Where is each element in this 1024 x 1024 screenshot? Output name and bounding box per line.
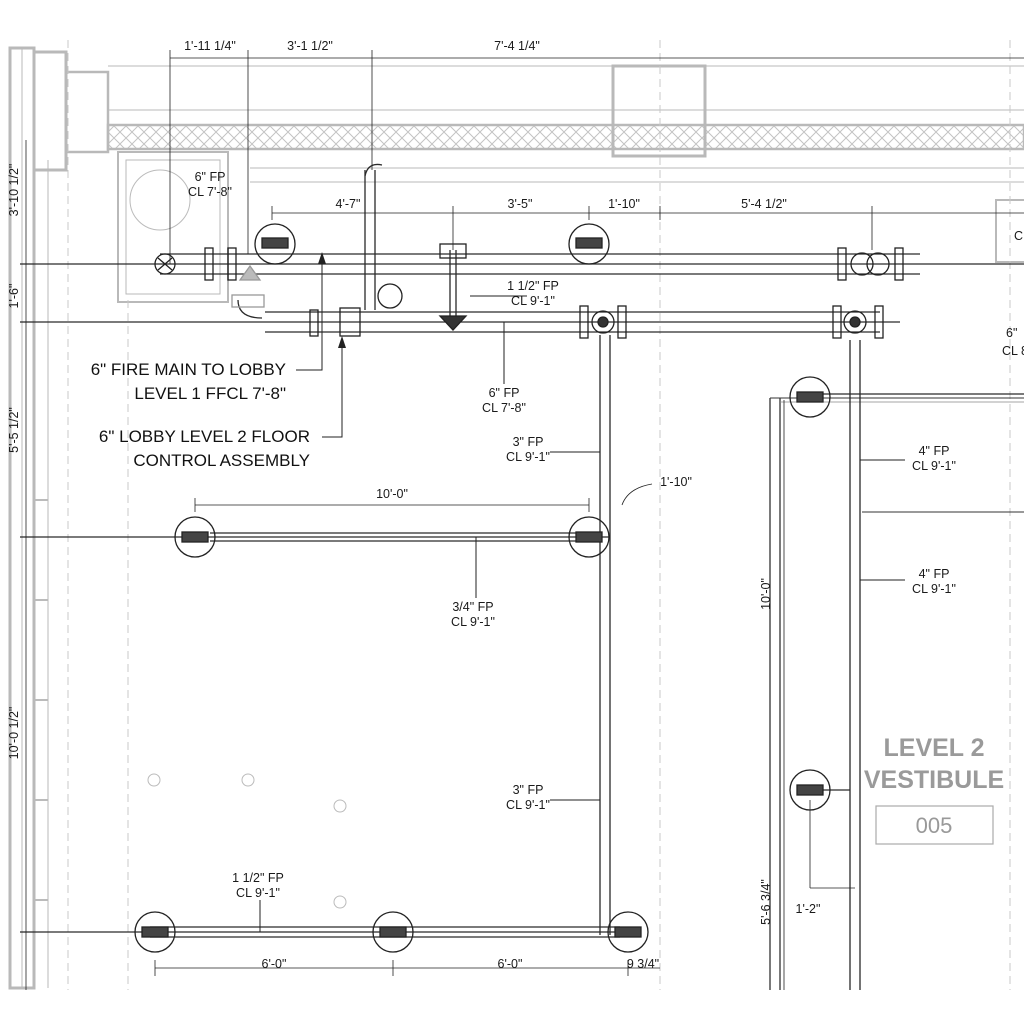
fire-protection-piping [20, 163, 1024, 990]
pipe-size-label: 1 1/2" FP [232, 871, 284, 885]
pipe-size-label: 4" FP [919, 567, 950, 581]
room-name-line1: LEVEL 2 [884, 734, 985, 762]
valve-icon [154, 253, 176, 275]
pipe-size-label: 6" [1006, 326, 1017, 340]
leader-lines [259, 252, 905, 932]
tee-fitting-icon [238, 264, 262, 281]
architecture [8, 40, 1024, 990]
pipe-cl-label: CL 9'-1" [506, 798, 550, 812]
pipe-cl-label: CL 7'-8" [188, 185, 232, 199]
valve-icon [438, 315, 468, 331]
pipe-size-label: 6" FP [195, 170, 226, 184]
pipe-size-label: 1 1/2" FP [507, 279, 559, 293]
dimension-lines [20, 50, 1024, 990]
dim-left-b: 1'-6" [7, 284, 21, 309]
flange-icon [204, 247, 904, 281]
sprinkler-head-icon [789, 376, 831, 418]
sprinkler-head-icon [372, 911, 414, 953]
dimension-labels: 1'-11 1/4" 3'-1 1/2" 7'-4 1/4" 4'-7" 3'-… [7, 39, 820, 971]
valve-icon [850, 252, 890, 276]
dim-bottom-b: 6'-0" [498, 957, 523, 971]
pipe-size-label: 6" FP [489, 386, 520, 400]
dim-row2-a: 4'-7" [336, 197, 361, 211]
pipe-size-label: 3/4" FP [452, 600, 493, 614]
pipe-cl-label: CL 7'-8" [482, 401, 526, 415]
sprinkler-head-icon [254, 223, 296, 265]
sprinkler-head-icon [607, 911, 649, 953]
room-name-line2: VESTIBULE [864, 766, 1004, 794]
floor-control-note-line2: CONTROL ASSEMBLY [133, 451, 310, 470]
dim-bottom-c: 9 3/4" [627, 957, 659, 971]
pipe-size-label: 3" FP [513, 435, 544, 449]
dim-left-c: 5'-5 1/2" [7, 407, 21, 453]
dim-top-c: 7'-4 1/4" [494, 39, 540, 53]
dim-row2-b: 3'-5" [508, 197, 533, 211]
pipe-size-label: 3" FP [513, 783, 544, 797]
pipe-cl-label: CL 9'-1" [451, 615, 495, 629]
pipe-cl-label: CL 9'-1" [912, 459, 956, 473]
dim-branch-span: 10'-0" [376, 487, 408, 501]
room-tag: LEVEL 2 VESTIBULE 005 [864, 734, 1004, 845]
pipe-cl-label: CL 9'-1" [511, 294, 555, 308]
edge-text: C [1014, 229, 1023, 243]
fire-main-note-line2: LEVEL 1 FFCL 7'-8" [134, 384, 286, 403]
dim-bottom-a: 6'-0" [262, 957, 287, 971]
valve-icon [591, 310, 615, 334]
sprinkler-head-icon [134, 911, 176, 953]
dim-row2-d: 5'-4 1/2" [741, 197, 787, 211]
fitting-icon [231, 294, 265, 308]
callout-notes: 6" FIRE MAIN TO LOBBY LEVEL 1 FFCL 7'-8"… [91, 360, 310, 470]
dim-top-b: 3'-1 1/2" [287, 39, 333, 53]
sprinkler-heads [134, 223, 904, 953]
fire-main-note-line1: 6" FIRE MAIN TO LOBBY [91, 360, 286, 379]
valve-icon [377, 283, 403, 309]
pipe-cl-label: CL 9'-1" [506, 450, 550, 464]
dim-row2-c: 1'-10" [608, 197, 640, 211]
valve-icon [843, 310, 867, 334]
floor-control-note-line1: 6" LOBBY LEVEL 2 FLOOR [99, 427, 310, 446]
sprinkler-head-icon [568, 223, 610, 265]
dim-right-vert2: 5'-6 3/4" [759, 879, 773, 925]
pipe-cl-label: CL 8 [1002, 344, 1024, 358]
dim-right-offset: 1'-2" [796, 902, 821, 916]
flange-icon [309, 307, 361, 337]
dim-left-d: 10'-0 1/2" [7, 707, 21, 760]
dim-left-a: 3'-10 1/2" [7, 164, 21, 217]
room-number: 005 [916, 813, 953, 838]
dim-offset-right: 1'-10" [660, 475, 692, 489]
sprinkler-head-icon [568, 516, 610, 558]
flange-icon [579, 305, 884, 339]
pipe-cl-label: CL 9'-1" [236, 886, 280, 900]
sprinkler-head-icon [174, 516, 216, 558]
dim-right-vert: 10'-0" [759, 578, 773, 610]
pipe-size-label: 4" FP [919, 444, 950, 458]
pipe-labels: 6" FP CL 7'-8" 1 1/2" FP CL 9'-1" 6" FP … [188, 170, 1024, 900]
dim-top-a: 1'-11 1/4" [184, 39, 236, 53]
pipe-cl-label: CL 9'-1" [912, 582, 956, 596]
